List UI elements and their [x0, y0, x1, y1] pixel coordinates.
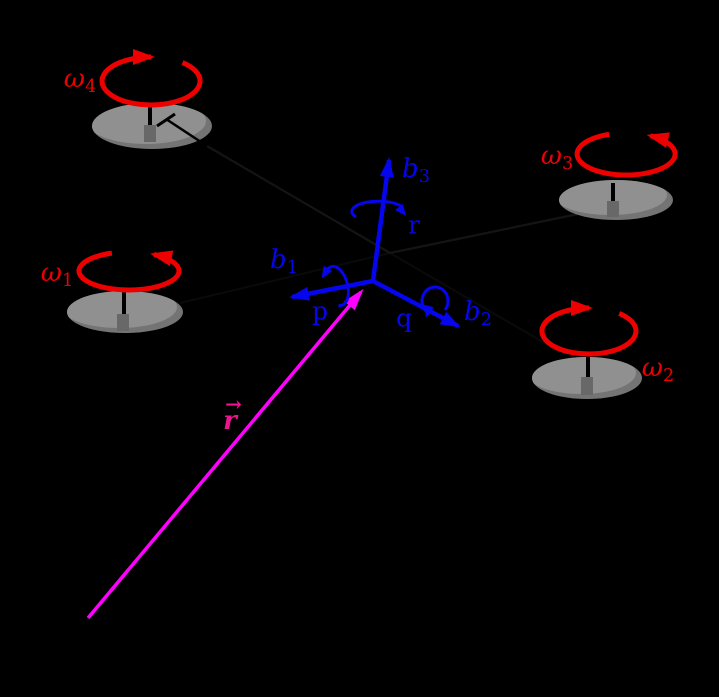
rotor-4-disc-highlight	[92, 103, 206, 144]
axis-symbol: b	[270, 245, 287, 275]
rotor-4	[92, 49, 212, 149]
arm-over-disc-4	[165, 117, 208, 148]
roll-rate-loop	[324, 264, 350, 307]
body-axes	[289, 157, 461, 328]
pitch-rate-arrowhead	[424, 304, 434, 318]
yaw-rate-label: r	[408, 210, 420, 240]
omega-subscript: 2	[662, 365, 675, 386]
roll-rate-label: p	[311, 296, 329, 326]
omega-symbol: ω	[641, 353, 663, 383]
rotor-4-hub	[144, 125, 156, 142]
pitch-rate-loop	[420, 285, 450, 316]
axis-symbol: b	[464, 297, 481, 327]
roll-rate-arrowhead	[321, 265, 333, 279]
rotor-3-speed-label: ω3	[540, 141, 573, 173]
arm-to-rotor-4	[206, 145, 391, 254]
rotor-4-spin-arrow	[99, 49, 203, 108]
axis-subscript: 1	[286, 257, 298, 278]
r-vec: →r	[223, 394, 242, 436]
arm-to-rotor-3	[389, 205, 613, 255]
yaw-rate-loop	[350, 199, 402, 219]
omega-subscript: 1	[61, 270, 74, 291]
b3-axis-label: b3	[402, 154, 430, 186]
rotor-3-disc-highlight	[559, 180, 667, 215]
airframe-arms	[179, 145, 613, 353]
rotor-3	[559, 131, 678, 220]
omega-symbol: ω	[540, 141, 562, 171]
axis-symbol: b	[402, 154, 419, 184]
b3-axis-arrow	[370, 157, 394, 282]
position-vector-label: →r	[223, 394, 242, 436]
yaw-rate-arrowhead	[395, 204, 406, 216]
rotor-2	[532, 300, 642, 399]
axis-subscript: 2	[480, 309, 492, 330]
rotor-2-speed-label: ω2	[641, 353, 674, 385]
vector-arrow-accent: →	[225, 392, 242, 416]
b2-axis-arrow	[371, 279, 461, 328]
rotor-3-hub	[607, 201, 619, 217]
rotor-4-speed-label: ω4	[63, 64, 96, 96]
b1-axis-label: b1	[270, 245, 298, 277]
rotor-1	[67, 250, 183, 333]
axis-subscript: 3	[418, 166, 430, 187]
rotor-1-speed-label: ω1	[40, 258, 73, 290]
omega-subscript: 3	[561, 153, 574, 174]
vector-base-symbol: r	[223, 406, 237, 436]
arm-to-rotor-2	[389, 252, 561, 353]
omega-subscript: 4	[84, 76, 97, 97]
angular-rate-loops	[321, 199, 450, 318]
pitch-rate-label: q	[395, 303, 413, 333]
rotor-2-hub	[581, 377, 593, 395]
arm-to-rotor-1	[179, 252, 391, 304]
b1-axis-arrow	[289, 278, 374, 301]
rotor-1-disc-highlight	[67, 291, 177, 328]
arm-end-cap-4	[156, 112, 176, 128]
omega-symbol: ω	[40, 258, 62, 288]
position-vector-arrow	[86, 288, 364, 620]
rotor-1-hub	[117, 314, 129, 331]
rotor-3-spin-arrow	[574, 131, 678, 178]
b2-axis-label: b2	[464, 297, 492, 329]
rotor-1-spin-arrow	[76, 250, 182, 293]
rotor-2-disc-highlight	[532, 357, 636, 394]
rotor-2-spin-arrow	[539, 300, 639, 357]
omega-symbol: ω	[63, 64, 85, 94]
